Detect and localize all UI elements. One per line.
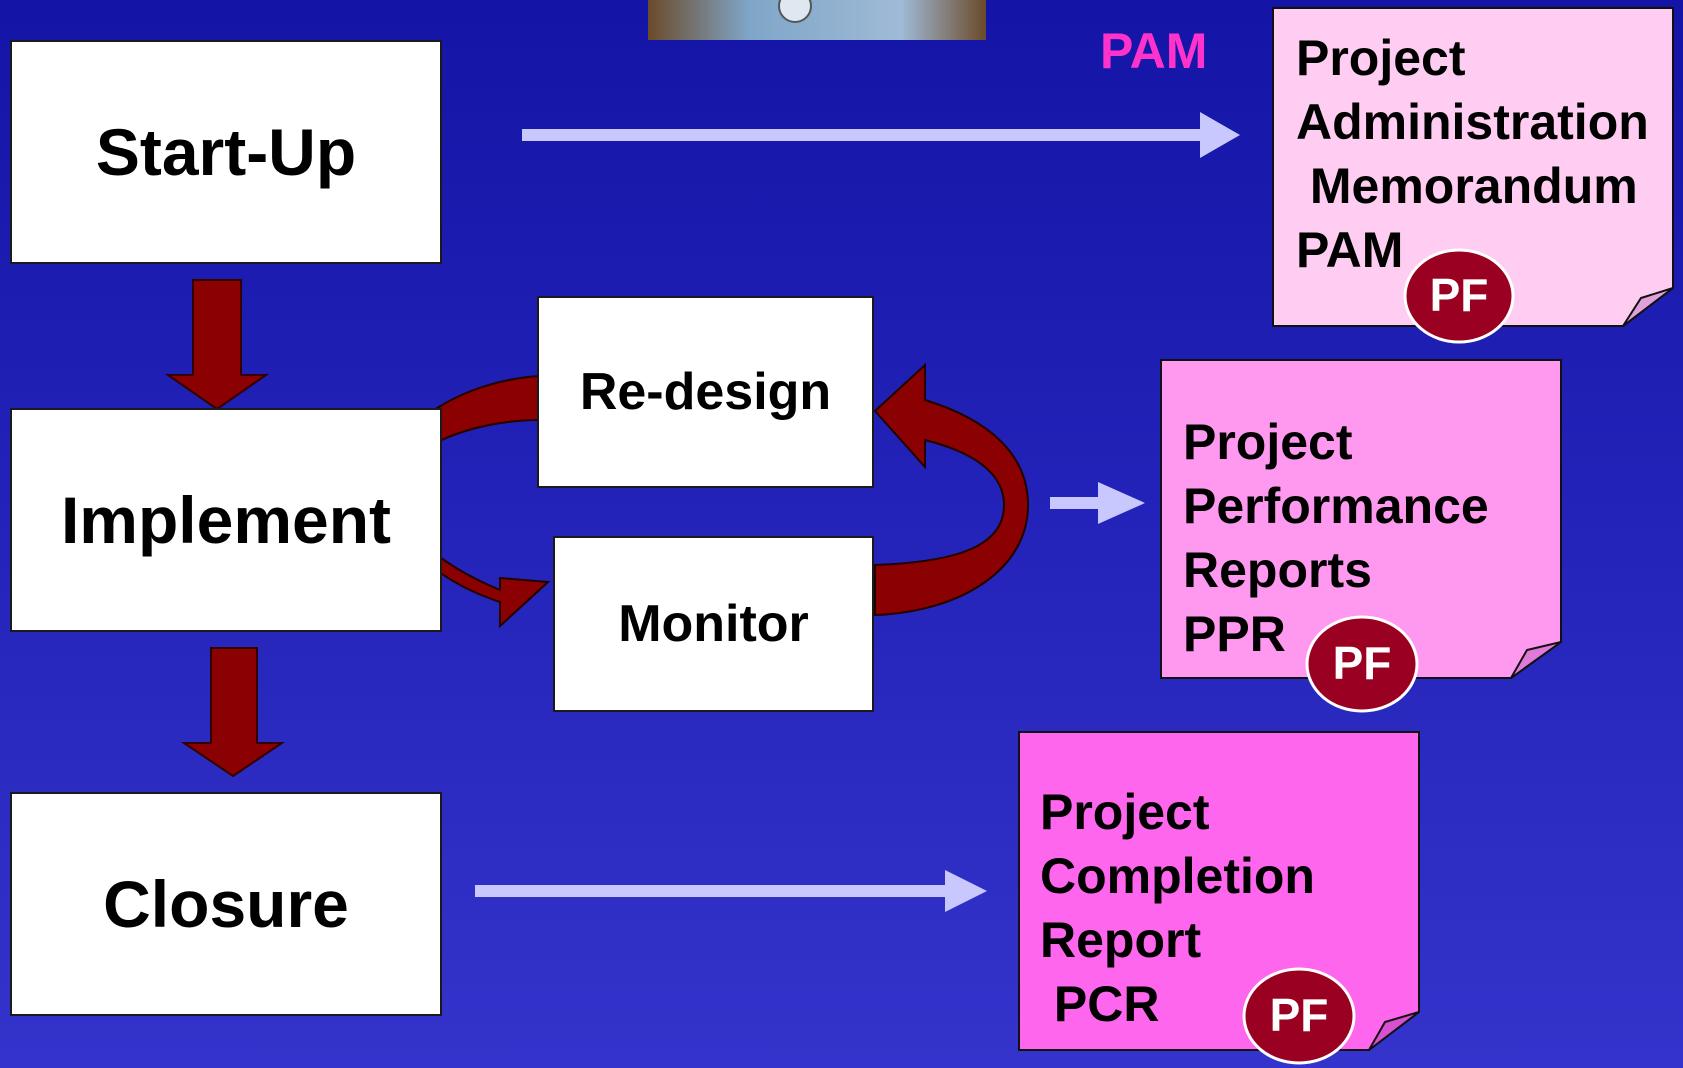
stage-closure: Closure [10,792,442,1016]
doc-pam-line: Administration [1296,94,1649,150]
pam-tag: PAM [1100,23,1208,79]
arrow-startup-to-implement [164,279,270,411]
arrow-startup-to-pam [522,112,1240,158]
pf-badge-ppr-label: PF [1332,637,1392,689]
stage-startup: Start-Up [10,40,442,264]
doc-pcr-text: Project Completion Report PCR [1040,780,1315,1036]
doc-pcr-line: Completion [1040,848,1315,904]
doc-pcr-line: PCR [1040,976,1160,1032]
doc-ppr-line: Reports [1183,542,1372,598]
doc-ppr-text: Project Performance Reports PPR [1183,410,1489,666]
pf-badge-pam-label: PF [1429,269,1489,321]
doc-ppr-line: Performance [1183,478,1489,534]
pf-badge-pam [1403,248,1515,344]
cycle-redesign: Re-design [537,296,874,488]
arrow-cycle-to-ppr [1050,482,1145,524]
doc-pcr-line: Project [1040,784,1210,840]
cycle-arrow-monitor-to-redesign [873,362,1030,617]
arrow-closure-to-pcr [475,870,987,912]
photo-fragment [648,0,986,40]
doc-pam-text: Project Administration Memorandum PAM [1296,26,1649,282]
stage-closure-label: Closure [103,867,349,941]
doc-ppr-line: PPR [1183,606,1286,662]
stage-startup-label: Start-Up [95,115,357,189]
doc-pam-line: Memorandum [1296,158,1638,214]
doc-pcr-line: Report [1040,912,1202,968]
doc-pam-line: Project [1296,30,1466,86]
doc-pam-line: PAM [1296,222,1404,278]
stage-implement-label: Implement [60,483,392,557]
pf-badge-pcr-label: PF [1269,989,1329,1041]
cycle-redesign-label: Re-design [579,363,832,421]
stage-implement: Implement [10,408,442,632]
pf-badge-pcr [1242,967,1356,1065]
doc-note-pam [1272,7,1674,327]
arrow-implement-to-closure [180,647,286,778]
cycle-monitor-label: Monitor [618,595,809,653]
doc-note-ppr [1160,359,1562,679]
cycle-monitor: Monitor [553,536,874,712]
doc-ppr-line: Project [1183,414,1353,470]
pf-badge-ppr [1305,615,1419,713]
